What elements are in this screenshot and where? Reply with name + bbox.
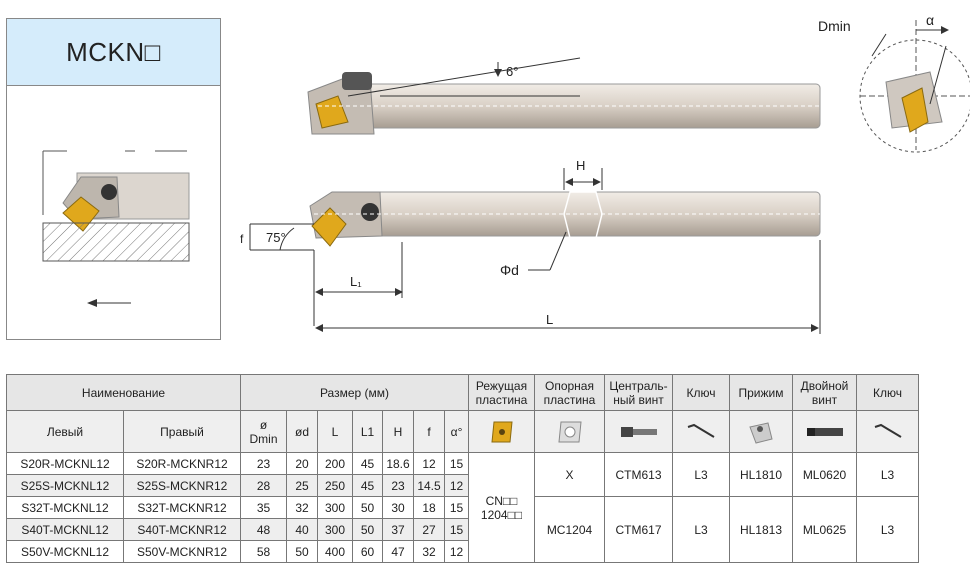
group2-double-screw: ML0625 (792, 496, 857, 563)
alpha-label: α (926, 12, 935, 28)
th-clamp: Прижим (729, 374, 793, 411)
group2-screw: CTM617 (604, 496, 673, 563)
clamp-icon (729, 410, 793, 453)
th-h: H (382, 410, 414, 453)
insert-icon (468, 410, 535, 453)
th-f: f (413, 410, 445, 453)
group2-clamp: HL1813 (729, 496, 793, 563)
group1-screw: CTM613 (604, 452, 673, 497)
tool-drawing (249, 20, 970, 334)
th-d: ød (286, 410, 318, 453)
th-double-screw: Двойной винт (792, 374, 857, 411)
group1-key: L3 (672, 452, 730, 497)
code-box: MCKN□ (6, 18, 221, 340)
spec-table: Наименование Размер (мм) Режущая пластин… (6, 374, 919, 563)
code-box-title: MCKN□ (7, 19, 220, 86)
dim-l-label: L (546, 312, 554, 327)
th-right: Правый (123, 410, 241, 453)
group1-clamp: HL1810 (729, 452, 793, 497)
group1-shim: X (534, 452, 605, 497)
th-l1: L1 (352, 410, 383, 453)
th-left: Левый (6, 410, 124, 453)
group1-double-screw: ML0620 (792, 452, 857, 497)
th-key-2: Ключ (856, 374, 919, 411)
shim-icon (534, 410, 605, 453)
insert-code: CN□□1204□□ (468, 452, 535, 563)
center-screw-icon (604, 410, 673, 453)
dim-phi-d-label: Φd (500, 262, 519, 278)
th-name: Наименование (6, 374, 241, 411)
dim-f-label: f (240, 232, 244, 246)
th-shim: Опорная пластина (534, 374, 605, 411)
key-2-icon (856, 410, 919, 453)
th-l: L (317, 410, 353, 453)
dim-l1-label: L₁ (350, 274, 362, 289)
key-icon (672, 410, 730, 453)
double-screw-icon (792, 410, 857, 453)
group2-shim: MC1204 (534, 496, 605, 563)
th-insert: Режущая пластина (468, 374, 535, 411)
th-center-screw: Централь-ный винт (604, 374, 673, 411)
angle-6-label: 6° (506, 64, 519, 79)
th-key: Ключ (672, 374, 730, 411)
group2-key: L3 (672, 496, 730, 563)
th-alpha: α° (444, 410, 469, 453)
th-size: Размер (мм) (240, 374, 469, 411)
dim-h-label: H (576, 158, 586, 173)
group2-key-2: L3 (856, 496, 919, 563)
angle-75-label: 75° (266, 230, 286, 245)
dmin-label: Dmin (818, 18, 851, 34)
group1-key-2: L3 (856, 452, 919, 497)
boring-schematic (42, 150, 190, 307)
